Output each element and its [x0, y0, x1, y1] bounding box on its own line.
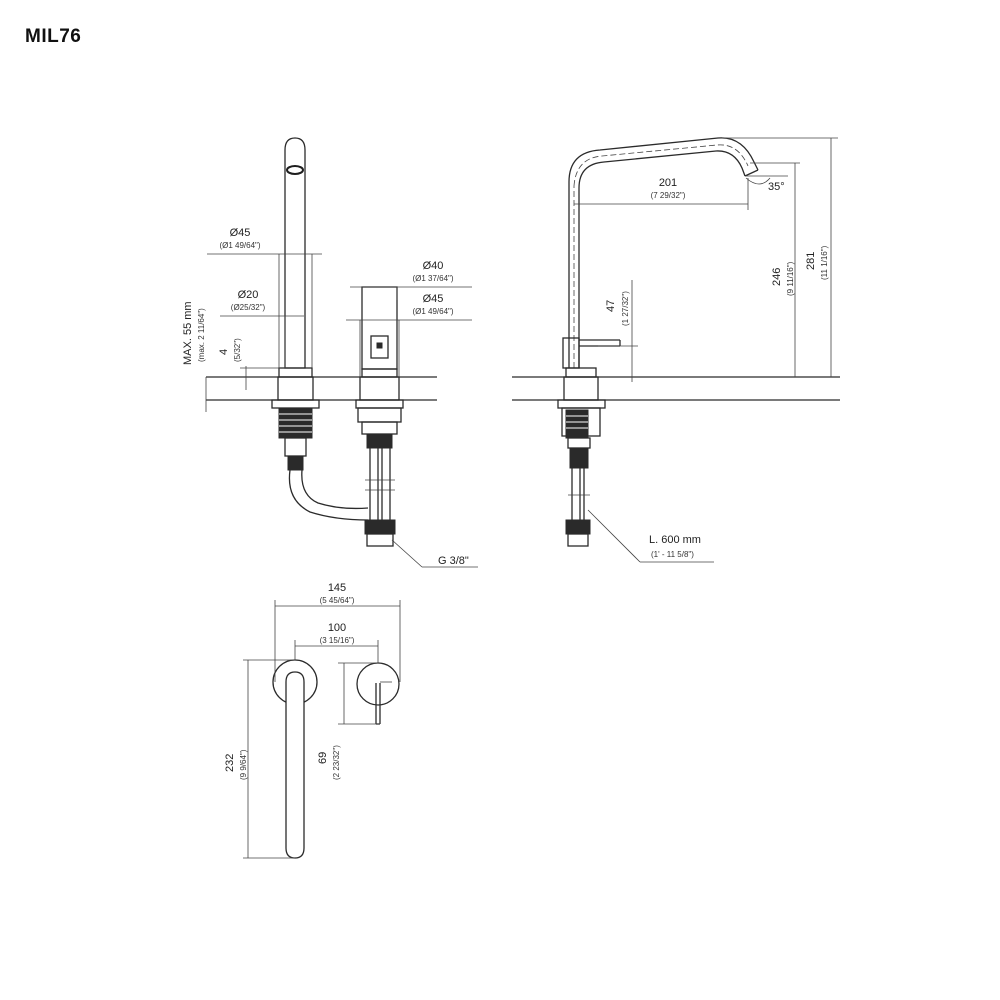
dim-label: Ø45	[423, 293, 444, 305]
dim-d47: 47 (1 27/32")	[598, 280, 638, 382]
dim-d201: 201 (7 29/32")	[574, 177, 749, 210]
dim-label: G 3/8"	[438, 555, 469, 567]
dim-angle-35: 35°	[745, 175, 788, 193]
mixer-circle	[356, 662, 400, 706]
dim-d40: Ø40 (Ø1 37/64")	[350, 260, 472, 300]
dim-label: 145	[328, 582, 346, 594]
dim-label-imperial: (Ø1 37/64")	[412, 274, 453, 283]
dim-d45-top: Ø45 (Ø1 49/64")	[207, 227, 322, 368]
dim-d100: 100 (3 15/16")	[294, 622, 379, 663]
dim-label: MAX. 55 mm	[182, 301, 194, 365]
dim-label: 100	[328, 622, 346, 634]
front-view: Ø45 (Ø1 49/64") Ø20 (Ø25/32") MAX. 55 mm…	[182, 137, 478, 568]
dim-label-imperial: (9 11/16")	[786, 261, 795, 296]
dim-label: 281	[805, 252, 817, 270]
dim-label-imperial: (1 27/32")	[621, 291, 630, 326]
dim-label: 4	[218, 349, 230, 355]
spout	[271, 137, 369, 521]
dim-d145: 145 (5 45/64")	[274, 582, 401, 682]
dim-label: 246	[771, 268, 783, 286]
dim-label: L. 600 mm	[649, 534, 701, 546]
dim-label: 232	[224, 754, 236, 772]
page-title: MIL76	[25, 26, 82, 47]
dim-label-imperial: (2 23/32")	[332, 745, 341, 780]
dim-label-imperial: (7 29/32")	[651, 191, 686, 200]
mixer-body	[355, 286, 404, 547]
dim-d20: Ø20 (Ø25/32")	[220, 289, 304, 368]
dim-label-imperial: (11 1/16")	[820, 245, 829, 280]
dim-label: 47	[605, 300, 617, 312]
dim-label-imperial: (Ø25/32")	[231, 303, 266, 312]
dim-label: 35°	[768, 181, 785, 193]
dim-label: Ø40	[423, 260, 444, 272]
dim-label-imperial: (5/32")	[233, 338, 242, 362]
dim-label-imperial: (1' - 11 5/8")	[651, 550, 694, 559]
dim-max55: MAX. 55 mm (max. 2 11/64")	[182, 301, 207, 412]
dim-label-imperial: (3 15/16")	[320, 636, 355, 645]
dim-four: 4 (5/32")	[218, 338, 280, 390]
dim-g38: G 3/8"	[391, 539, 478, 568]
spout-top	[285, 671, 305, 859]
dim-d45-right: Ø45 (Ø1 49/64")	[346, 293, 472, 377]
dim-d246: 246 (9 11/16")	[750, 162, 800, 377]
dim-label: Ø20	[238, 289, 259, 301]
side-view: 201 (7 29/32") 35° 246 (9 11/16") 281 (1…	[512, 137, 840, 563]
dim-label-imperial: (max. 2 11/64")	[197, 308, 206, 362]
dim-label-imperial: (9 9/64")	[239, 749, 248, 780]
dim-l600: L. 600 mm (1' - 11 5/8")	[587, 509, 714, 563]
dim-label: 69	[317, 752, 329, 764]
dim-d232: 232 (9 9/64")	[224, 659, 295, 859]
dim-d69: 69 (2 23/32")	[317, 662, 380, 780]
dim-label-imperial: (Ø1 49/64")	[219, 241, 260, 250]
dim-label: 201	[659, 177, 677, 189]
top-view: 145 (5 45/64") 100 (3 15/16") 232 (9 9/6…	[224, 582, 401, 859]
dim-label-imperial: (5 45/64")	[320, 596, 355, 605]
spout-side	[557, 137, 759, 547]
dim-d281: 281 (11 1/16")	[722, 137, 838, 377]
dim-label-imperial: (Ø1 49/64")	[412, 307, 453, 316]
dim-label: Ø45	[230, 227, 251, 239]
